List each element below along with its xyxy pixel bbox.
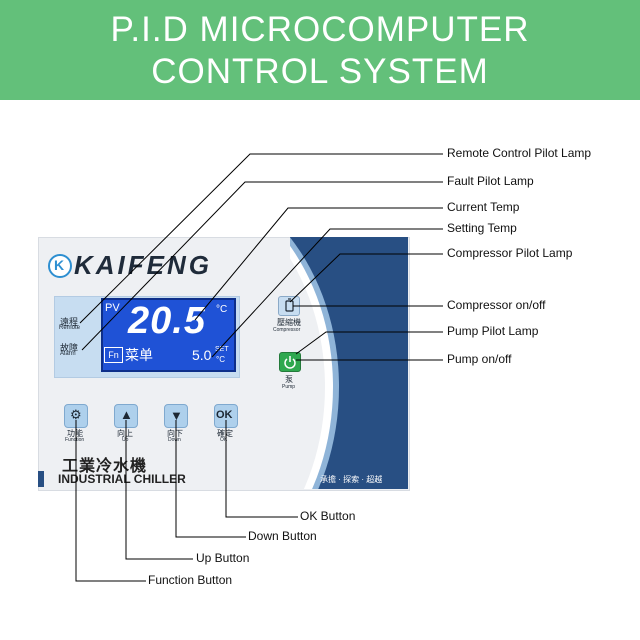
callout-remote-control-pilot-lamp: Remote Control Pilot Lamp [447,146,592,160]
alarm-lamp-label: 故障 [60,343,79,353]
callout-compressor-on-off: Compressor on/off [447,298,546,312]
callout-down-button: Down Button [248,529,317,543]
title-line-1: P.I.D MICROCOMPUTER [110,10,530,49]
current-temp-unit: °C [216,304,228,315]
compressor-label: 壓縮機 [277,318,301,327]
compressor-label-en: Compressor [273,327,301,333]
callout-function-button: Function Button [148,573,233,587]
callout-compressor-pilot-lamp: Compressor Pilot Lamp [447,246,573,260]
pump-button[interactable] [279,352,301,372]
function-key-label-en: Function [65,437,85,443]
callout-fault-pilot-lamp: Fault Pilot Lamp [447,174,534,188]
fn-key-label: Fn [104,347,123,363]
ok-key-label: 確定 [217,429,233,438]
callout-up-button: Up Button [196,551,250,565]
current-temp-value: 20.5 [128,300,206,342]
down-key-label-en: Down [168,437,181,443]
up-key-label-en: Up [122,437,129,443]
menu-label: 菜单 [125,347,153,363]
pv-label: PV [105,302,120,314]
brand-english: INDUSTRIAL CHILLER [58,472,186,486]
setting-temp-unit: °C [216,355,225,364]
callout-ok-button: OK Button [300,509,356,523]
callout-pump-on-off: Pump on/off [447,352,512,366]
callout-pump-pilot-lamp: Pump Pilot Lamp [447,324,539,338]
ok-key-label-en: OK [220,437,228,443]
pump-label: 泵 [285,375,293,384]
setting-temp-value: 5.0 [192,347,212,363]
panel-blue-arc [290,237,408,489]
power-icon [284,356,296,369]
pump-label-en: Pump [282,384,296,390]
header-banner [0,0,640,100]
brand-chinese: 工業冷水機 [62,458,148,475]
down-key-label: 向下 [167,429,183,438]
title-line-2: CONTROL SYSTEM [151,52,489,91]
arrow-up-icon: ▲ [120,407,133,422]
callout-setting-temp: Setting Temp [447,221,517,235]
callout-current-temp: Current Temp [447,200,520,214]
set-label: SET [215,346,229,353]
brand-logo: KAIFENG [74,250,212,280]
remote-lamp-label-en: Remote [59,325,81,331]
alarm-lamp-label-en: Alarm [60,351,76,357]
gear-icon: ⚙ [70,407,82,422]
ok-key-text: OK [216,409,233,421]
up-key-label: 向上 [117,429,133,438]
slogan: 承擔 · 探索 · 超越 [320,475,383,484]
brand-accent-bar [38,471,44,487]
function-key-label: 功能 [67,429,83,438]
arrow-down-icon: ▼ [170,408,183,423]
remote-lamp-label: 遠程 [60,317,79,327]
kaifeng-logo-icon: K [48,254,72,278]
lcd-display [101,298,236,372]
